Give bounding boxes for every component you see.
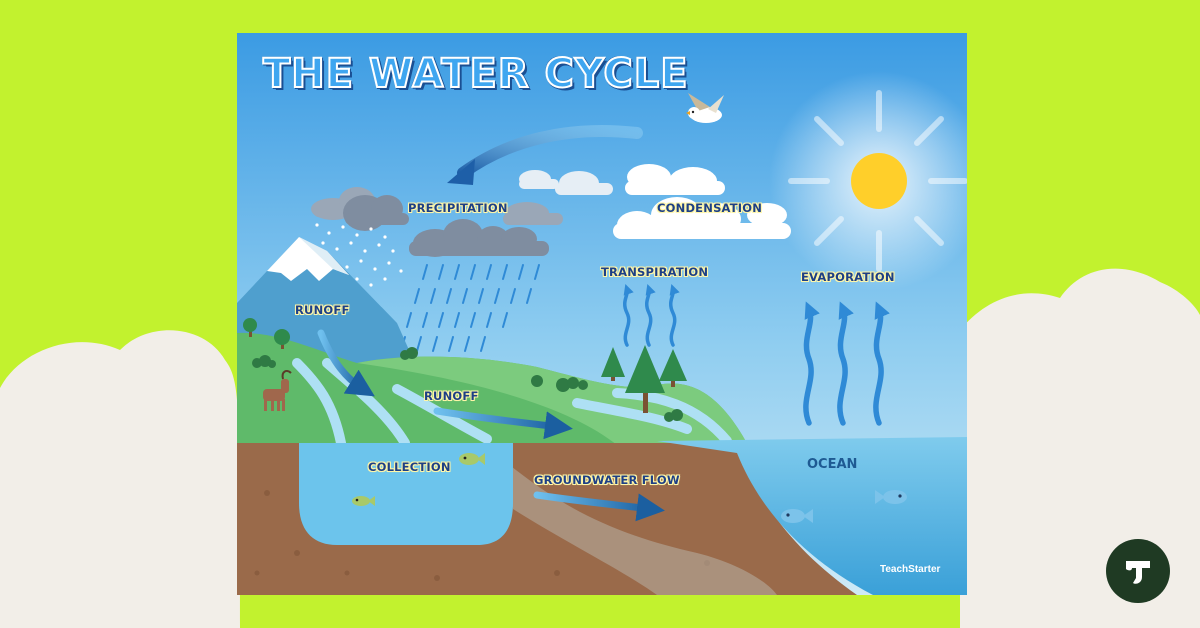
transpiration-arrows	[623, 284, 680, 347]
transpiration-label: TRANSPIRATION	[601, 265, 709, 279]
runoff-mountain-label: RUNOFF	[295, 303, 350, 317]
water-cycle-poster: THE WATER CYCLE PRECIPITATION CONDENSATI…	[237, 33, 967, 595]
cloud-icon	[503, 202, 563, 225]
snow-icon	[315, 223, 403, 287]
fish-icon	[875, 490, 907, 504]
cloud-icon	[613, 197, 791, 239]
groundwater-band	[507, 463, 777, 595]
tree-icon	[625, 345, 665, 413]
tree-icon	[601, 347, 625, 381]
evaporation-arrows	[803, 301, 890, 426]
cycle-arrow	[457, 125, 643, 179]
collection-reservoir	[299, 443, 513, 545]
fish-icon	[459, 453, 485, 465]
cycle-arrow-head	[447, 159, 475, 185]
water-cycle-illustration	[237, 33, 967, 595]
goat-icon	[263, 370, 292, 411]
tree-icon	[243, 318, 257, 337]
fish-icon	[352, 496, 375, 506]
runoff-hill-label: RUNOFF	[424, 389, 479, 403]
fish-icon	[781, 509, 813, 523]
groundwater-flow-label: GROUNDWATER FLOW	[534, 473, 680, 487]
runoff-mountain-arrow	[317, 329, 375, 397]
cloud-icon	[519, 170, 613, 195]
runoff-hill-arrow	[433, 407, 573, 440]
precipitation-label: PRECIPITATION	[408, 201, 508, 215]
groundwater-flow-arrow	[533, 491, 665, 522]
evaporation-label: EVAPORATION	[801, 270, 895, 284]
brand-name: TeachStarter	[880, 564, 941, 575]
cloud-icon	[343, 195, 409, 231]
bush-icon	[400, 347, 418, 360]
condensation-label: CONDENSATION	[657, 201, 763, 215]
teachstarter-logo-icon	[1106, 539, 1170, 603]
bush-icon	[252, 355, 276, 368]
collection-label: COLLECTION	[368, 460, 451, 474]
background-cloud-left	[0, 330, 240, 628]
ocean-label: OCEAN	[807, 457, 858, 472]
bird-icon	[686, 93, 724, 123]
bush-icon	[531, 375, 588, 392]
stream	[292, 358, 732, 448]
tree-icon	[274, 329, 290, 349]
background-cloud-right	[960, 268, 1200, 628]
grassland-highlight	[357, 356, 747, 445]
rain-cloud-icon	[409, 219, 549, 257]
bush-icon	[664, 409, 683, 422]
sun-icon	[769, 71, 967, 291]
poster-title: THE WATER CYCLE	[262, 50, 689, 98]
logo-mark	[1126, 561, 1150, 584]
cloud-icon	[625, 164, 725, 195]
tree-icon	[659, 349, 687, 387]
